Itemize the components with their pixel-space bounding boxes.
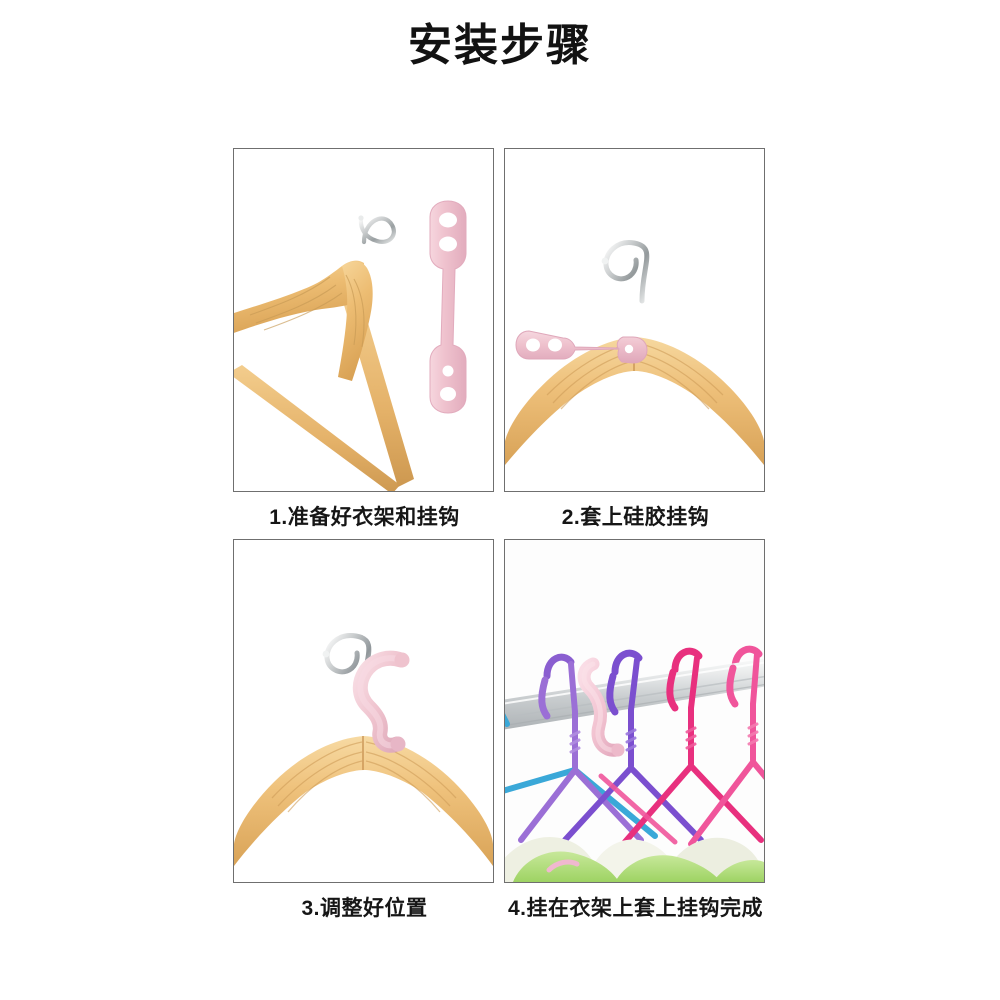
wooden-hanger-front <box>234 736 493 866</box>
illustration-strap-on-hook <box>505 240 764 465</box>
step-caption-3: 3.调整好位置 <box>301 897 428 920</box>
page-title: 安装步骤 <box>408 21 592 70</box>
steps-row-top: 1.准备好衣架和挂钩 <box>233 148 767 531</box>
step-image-1[interactable] <box>233 148 494 492</box>
silicone-strap-vertical <box>429 200 467 414</box>
step-image-4[interactable] <box>504 539 765 883</box>
hanger-shoulders-lattice <box>505 757 764 847</box>
photo-hangers-on-rail <box>505 540 764 882</box>
illustration-hanger-and-strap <box>234 200 467 491</box>
row-spacer <box>233 531 767 539</box>
step-caption-1: 1.准备好衣架和挂钩 <box>269 506 460 529</box>
steps-row-bottom: 3.调整好位置 <box>233 539 767 922</box>
step-cell-1: 1.准备好衣架和挂钩 <box>233 148 496 531</box>
metal-hook-icon <box>601 240 650 344</box>
step-image-2[interactable] <box>504 148 765 492</box>
step-image-3[interactable] <box>233 539 494 883</box>
colored-hanger-hooks-front <box>505 651 760 771</box>
wooden-hanger-front <box>505 337 764 465</box>
silicone-strap-pink <box>577 657 625 757</box>
step-cell-2: 2.套上硅胶挂钩 <box>504 148 767 531</box>
steps-grid: 1.准备好衣架和挂钩 <box>233 148 767 922</box>
silicone-strap-wrapped <box>352 650 410 753</box>
hanging-clothes <box>505 837 764 882</box>
wooden-hanger-tilted <box>234 260 414 491</box>
step-cell-3: 3.调整好位置 <box>233 539 496 922</box>
silicone-strap-horizontal <box>515 330 648 364</box>
metal-hook-icon <box>358 215 396 270</box>
step-caption-2: 2.套上硅胶挂钩 <box>561 506 710 529</box>
step-cell-4: 4.挂在衣架上套上挂钩完成 <box>504 539 767 922</box>
step-caption-4: 4.挂在衣架上套上挂钩完成 <box>507 897 763 920</box>
illustration-strap-wrapped <box>234 633 493 866</box>
